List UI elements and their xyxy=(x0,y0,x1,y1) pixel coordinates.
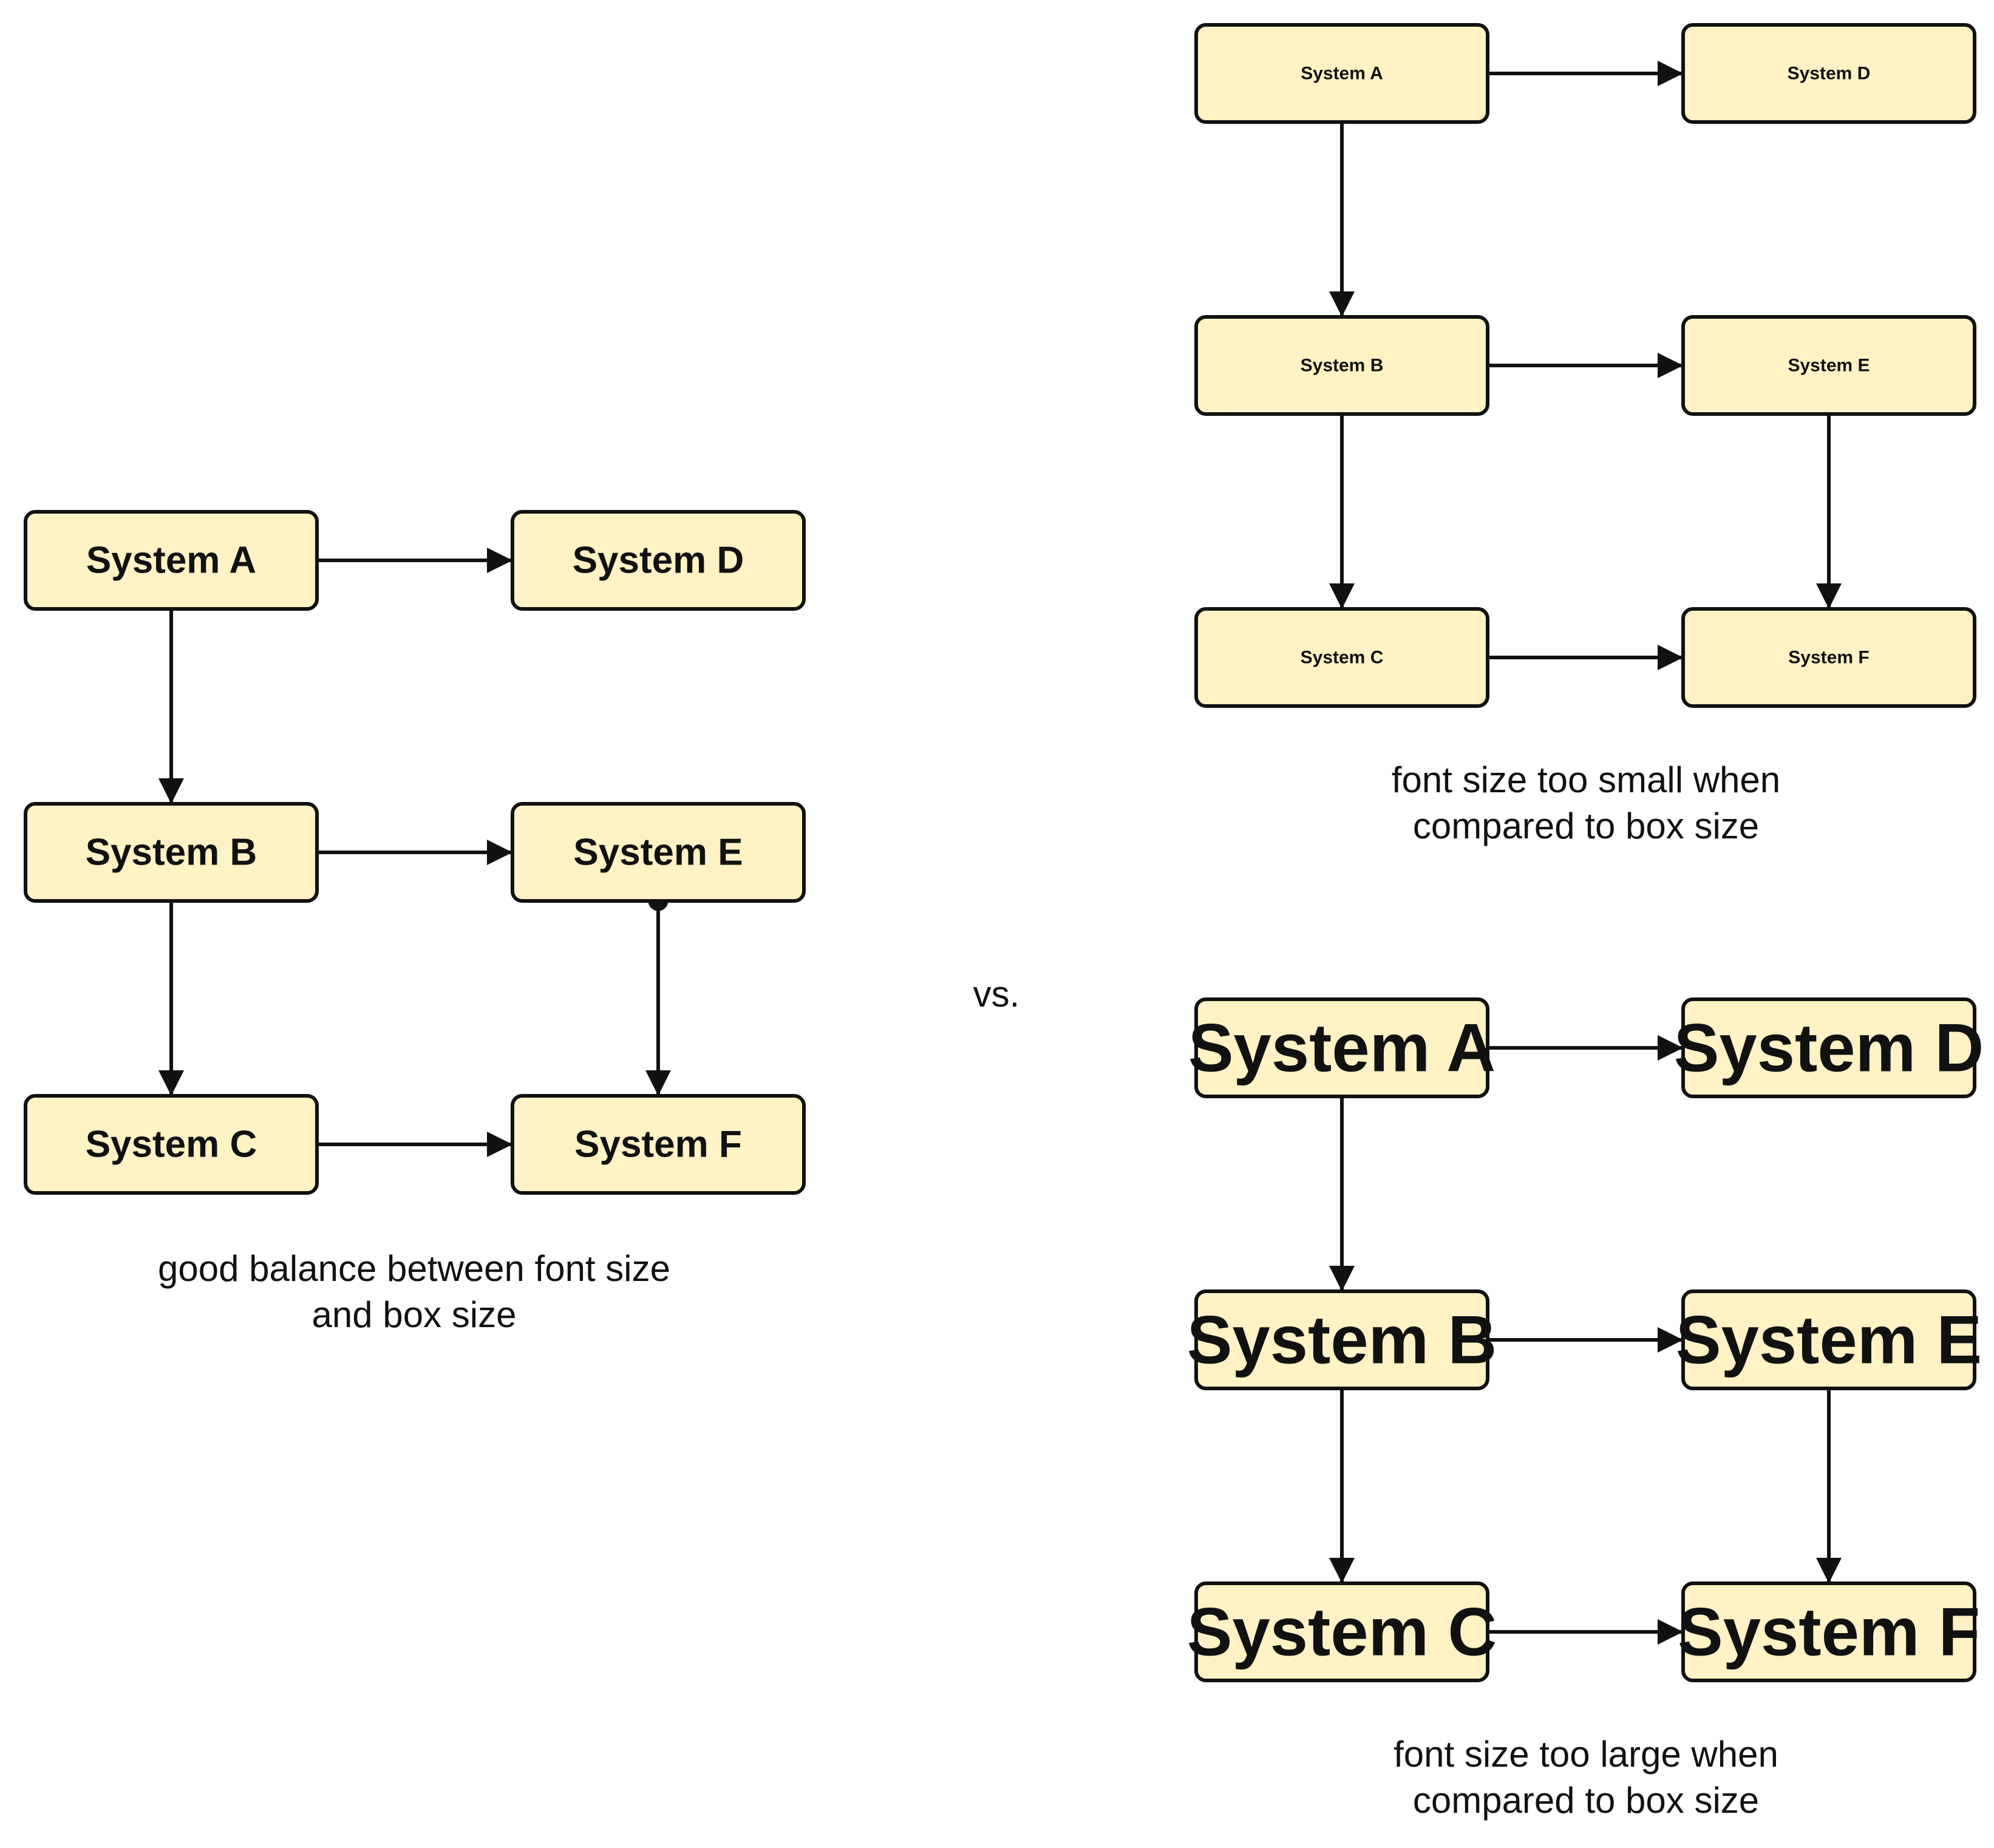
node-label: System A xyxy=(1188,1010,1496,1086)
node-label: System B xyxy=(1301,356,1384,376)
node-box xyxy=(511,1094,806,1195)
node-label: System B xyxy=(86,832,257,874)
node-box xyxy=(24,510,319,611)
caption-line: and box size xyxy=(312,1294,517,1335)
node-box xyxy=(24,802,319,903)
node-system-b: System B xyxy=(24,802,319,903)
node-system-b: System B xyxy=(1187,1289,1497,1390)
node-label: System A xyxy=(1301,64,1383,84)
node-box xyxy=(511,510,806,611)
caption-line: compared to box size xyxy=(1413,1780,1759,1821)
node-label: System E xyxy=(1676,1302,1982,1378)
node-box xyxy=(1194,1289,1489,1390)
node-system-b: System B xyxy=(1194,315,1489,416)
node-system-f: System F xyxy=(511,1094,806,1195)
node-system-c: System C xyxy=(24,1094,319,1195)
node-label: System F xyxy=(574,1124,742,1166)
node-box xyxy=(24,1094,319,1195)
node-box xyxy=(1194,315,1489,416)
node-label: System E xyxy=(573,832,743,874)
node-box xyxy=(1681,1289,1976,1390)
node-label: System D xyxy=(573,540,744,582)
node-box xyxy=(1194,997,1489,1098)
node-system-a: System A xyxy=(1194,23,1489,124)
node-box xyxy=(1194,1581,1489,1682)
caption-line: font size too large when xyxy=(1393,1734,1778,1775)
node-box xyxy=(1681,1581,1976,1682)
diagram-too-small: System A System B System C System D System E… xyxy=(1194,23,1976,846)
node-system-a: System A xyxy=(24,510,319,611)
node-label: System F xyxy=(1788,648,1869,668)
node-label: System C xyxy=(1301,648,1384,668)
node-system-e: System E xyxy=(1676,1289,1982,1390)
node-system-f: System F xyxy=(1681,607,1976,708)
node-system-c: System C xyxy=(1187,1581,1497,1682)
node-box xyxy=(1681,997,1976,1098)
node-system-e: System E xyxy=(1681,315,1976,416)
diagram-balanced: System A System B System C System D System E… xyxy=(24,510,806,1335)
node-box xyxy=(1681,607,1976,708)
node-system-d: System D xyxy=(511,510,806,611)
node-box xyxy=(1194,607,1489,708)
node-label: System D xyxy=(1788,64,1871,84)
node-label: System B xyxy=(1187,1302,1497,1378)
caption-line: good balance between font size xyxy=(158,1248,670,1289)
node-box xyxy=(1194,23,1489,124)
node-box xyxy=(1681,315,1976,416)
diagram-too-large: System A System B System C System D System E… xyxy=(1187,997,1984,1821)
node-system-f: System F xyxy=(1678,1581,1980,1682)
node-system-c: System C xyxy=(1194,607,1489,708)
node-box xyxy=(1681,23,1976,124)
node-label: System D xyxy=(1674,1010,1984,1086)
node-label: System C xyxy=(86,1124,257,1166)
vs-separator: vs. xyxy=(973,974,1020,1014)
node-label: System C xyxy=(1187,1594,1497,1670)
node-label: System E xyxy=(1788,356,1870,376)
node-box xyxy=(511,802,806,903)
node-system-e: System E xyxy=(511,802,806,903)
node-label: System F xyxy=(1678,1594,1980,1670)
node-system-d: System D xyxy=(1681,23,1976,124)
node-label: System A xyxy=(86,540,256,582)
caption-line: font size too small when xyxy=(1392,759,1780,800)
caption-line: compared to box size xyxy=(1413,806,1759,846)
node-system-a: System A xyxy=(1188,997,1496,1098)
node-system-d: System D xyxy=(1674,997,1984,1098)
